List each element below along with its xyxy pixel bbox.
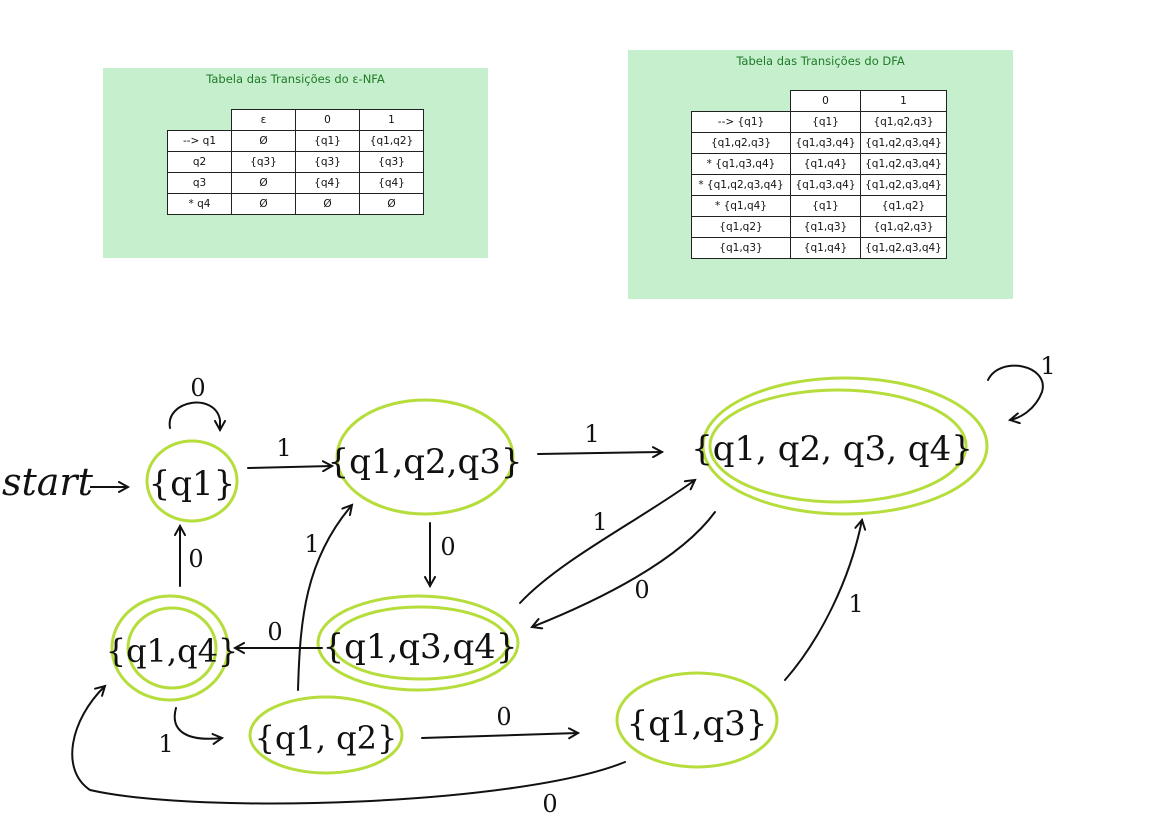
- state-q1q2q3-label: {q1,q2,q3}: [327, 442, 522, 482]
- dfa-table-title: Tabela das Transições do DFA: [736, 54, 905, 68]
- state-q1q4-label: {q1,q4}: [106, 632, 239, 670]
- edge-q1q3q4-to-q1q2q3q4: [519, 480, 695, 604]
- edge-q1-self: [168, 401, 220, 430]
- table-cell: {q1,q2,q3,q4}: [860, 132, 947, 154]
- header-cell: 1: [860, 90, 947, 112]
- state-q1q2q3-outline: [335, 398, 515, 516]
- edge-label-q1q2q3q4-to-q1q3q4: 0: [634, 576, 649, 604]
- header-cell: 1: [359, 109, 424, 131]
- edge-label-q1q3-to-q1q2q3q4: 1: [848, 590, 863, 618]
- edge-q1q4-to-q1q2: [173, 707, 222, 739]
- state-labels: {q1} {q1,q2,q3} {q1, q2, q3, q4} {q1,q4}…: [106, 429, 973, 757]
- enfa-table-title: Tabela das Transições do ε-NFA: [206, 72, 385, 86]
- edge-label-q1q4-to-q1q2: 1: [158, 730, 173, 758]
- table-cell: {q1,q2,q3,q4}: [860, 174, 947, 196]
- edge-labels: 0 1 1 1 0 0 0 1 1 0 1 0 1 0: [158, 352, 1055, 818]
- dfa-transition-table: 0 1 --> {q1} {q1} {q1,q2,q3} {q1,q2,q3} …: [691, 90, 947, 259]
- state-cell: * {q1,q2,q3,q4}: [691, 174, 791, 196]
- edge-label-q1q3q4-to-q1q2q3q4: 1: [592, 508, 607, 536]
- table-header-row: 0 1: [691, 90, 947, 112]
- edge-q1-to-q1q2q3: [247, 466, 332, 468]
- state-q1q2q3q4-label: {q1, q2, q3, q4}: [691, 429, 973, 469]
- table-cell: {q1}: [295, 130, 360, 152]
- table-cell: {q1,q2,q3,q4}: [860, 153, 947, 175]
- table-cell: {q1,q2}: [359, 130, 424, 152]
- table-row: * {q1,q3,q4} {q1,q4} {q1,q2,q3,q4}: [691, 153, 947, 175]
- edge-label-q1q2q3q4-self: 1: [1040, 352, 1055, 380]
- header-cell: ε: [231, 109, 296, 131]
- table-cell: {q1,q2}: [860, 195, 947, 217]
- transition-arrows: [71, 364, 1044, 805]
- table-cell: {q3}: [359, 151, 424, 173]
- state-outlines: [110, 376, 989, 775]
- table-cell: Ø: [231, 172, 296, 194]
- table-cell: {q1,q3}: [790, 216, 861, 238]
- edge-label-q1q2q3-to-q1q2q3q4: 1: [584, 420, 599, 448]
- edge-label-q1q2q3-to-q1q3q4: 0: [440, 533, 455, 561]
- state-q1q4-outline-inner: [126, 606, 218, 690]
- state-q1q2q3q4-outline-inner: [708, 388, 968, 504]
- edge-label-q1q2-to-q1q3: 0: [496, 703, 511, 731]
- state-q1q3q4-label: {q1,q3,q4}: [322, 627, 517, 667]
- enfa-table-panel: Tabela das Transições do ε-NFA ε 0 1 -->…: [103, 68, 488, 258]
- edge-label-q1q3q4-to-q1q4: 0: [267, 618, 282, 646]
- table-cell: {q4}: [359, 172, 424, 194]
- edge-label-q1-to-q1q2q3: 1: [276, 434, 291, 462]
- dfa-table-panel: Tabela das Transições do DFA 0 1 --> {q1…: [628, 50, 1013, 299]
- state-cell: {q1,q2}: [691, 216, 791, 238]
- table-row: {q1,q2} {q1,q3} {q1,q2,q3}: [691, 216, 947, 238]
- state-cell: {q1,q2,q3}: [691, 132, 791, 154]
- state-q1q3q4-outline-inner: [330, 605, 510, 681]
- state-q1-outline: [145, 439, 239, 523]
- state-q1q4-outline-outer: [110, 594, 230, 702]
- state-cell: {q1,q3}: [691, 237, 791, 259]
- start-label: start: [2, 460, 94, 504]
- edge-q1q2q3q4-to-q1q3q4: [532, 511, 716, 627]
- state-cell: * {q1,q4}: [691, 195, 791, 217]
- edge-label-q1q4-to-q1: 0: [188, 545, 203, 573]
- table-row: * {q1,q2,q3,q4} {q1,q3,q4} {q1,q2,q3,q4}: [691, 174, 947, 196]
- state-cell: --> {q1}: [691, 111, 791, 133]
- table-cell: {q1}: [790, 195, 861, 217]
- state-cell: q3: [167, 172, 232, 194]
- edge-q1q2q3q4-self: [987, 364, 1044, 420]
- edge-label-q1-self: 0: [190, 374, 205, 402]
- table-row: q3 Ø {q4} {q4}: [167, 172, 424, 194]
- state-q1q2q3q4-outline-outer: [701, 376, 989, 516]
- edge-q1q2-to-q1q2q3: [297, 505, 352, 691]
- state-q1q3-label: {q1,q3}: [627, 704, 768, 744]
- table-cell: Ø: [231, 193, 296, 215]
- table-row: * q4 Ø Ø Ø: [167, 193, 424, 215]
- table-row: --> {q1} {q1} {q1,q2,q3}: [691, 111, 947, 133]
- table-row: {q1,q3} {q1,q4} {q1,q2,q3,q4}: [691, 237, 947, 259]
- state-q1q2-outline: [248, 695, 404, 775]
- enfa-transition-table: ε 0 1 --> q1 Ø {q1} {q1,q2} q2 {q3} {q3}…: [167, 109, 424, 215]
- table-cell: {q3}: [231, 151, 296, 173]
- table-cell: {q1,q2,q3}: [860, 216, 947, 238]
- edge-label-q1q2-to-q1q2q3: 1: [304, 530, 319, 558]
- edge-q1q3-to-q1q4: [71, 686, 626, 805]
- edge-q1q2-to-q1q3: [421, 733, 578, 738]
- table-cell: Ø: [295, 193, 360, 215]
- state-q1q3q4-outline-outer: [316, 594, 520, 692]
- table-cell: {q1,q2,q3}: [860, 111, 947, 133]
- table-row: q2 {q3} {q3} {q3}: [167, 151, 424, 173]
- edge-q1q3-to-q1q2q3q4: [784, 520, 862, 681]
- state-cell: q2: [167, 151, 232, 173]
- edge-q1q2q3-to-q1q2q3q4: [537, 452, 662, 454]
- edge-label-q1q3-to-q1q4: 0: [542, 790, 557, 818]
- state-q1-label: {q1}: [149, 464, 236, 504]
- table-row: * {q1,q4} {q1} {q1,q2}: [691, 195, 947, 217]
- table-cell: {q1,q4}: [790, 153, 861, 175]
- state-q1q2-label: {q1, q2}: [255, 719, 398, 757]
- header-cell: 0: [790, 90, 861, 112]
- table-cell: {q1,q2,q3,q4}: [860, 237, 947, 259]
- table-cell: {q4}: [295, 172, 360, 194]
- state-q1q3-outline: [615, 671, 779, 769]
- header-cell: 0: [295, 109, 360, 131]
- table-cell: Ø: [359, 193, 424, 215]
- state-cell: * q4: [167, 193, 232, 215]
